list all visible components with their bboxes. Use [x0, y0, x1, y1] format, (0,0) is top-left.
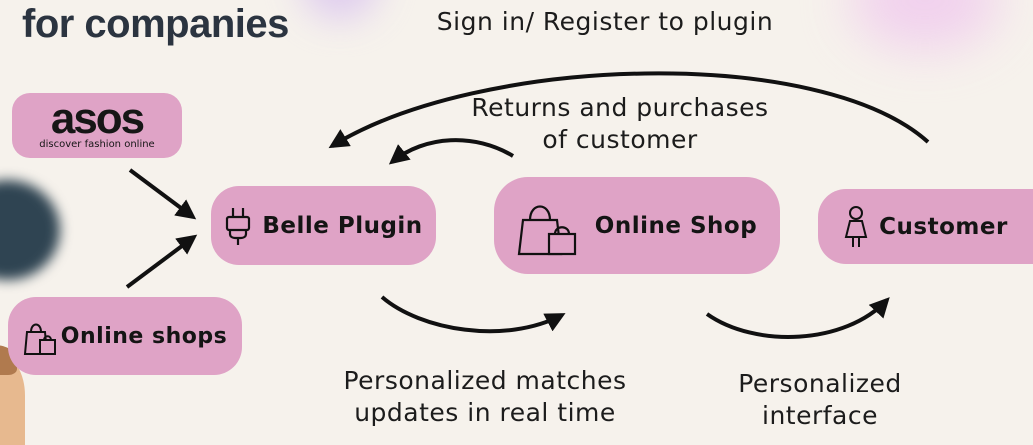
arrow-plugin-to-shop-matches	[380, 295, 566, 334]
matches-flow-label: Personalized matches updates in real tim…	[325, 365, 645, 429]
online-shops-label: Online shops	[60, 323, 228, 349]
shopping-bags-icon	[517, 194, 581, 258]
matches-flow-line2: updates in real time	[354, 398, 616, 427]
online-shops-source-box: Online shops	[8, 297, 242, 375]
flow-arrows	[125, 71, 930, 339]
interface-flow-label: Personalized interface	[705, 368, 935, 432]
plug-icon	[224, 206, 252, 246]
belle-plugin-label: Belle Plugin	[262, 212, 423, 239]
shopping-bags-icon	[23, 316, 57, 356]
asos-tagline: discover fashion online	[39, 139, 155, 150]
matches-flow-line1: Personalized matches	[343, 366, 627, 395]
person-icon	[843, 205, 869, 249]
interface-flow-line1: Personalized	[738, 369, 902, 398]
belle-plugin-node: Belle Plugin	[211, 186, 436, 265]
returns-flow-line2: of customer	[542, 125, 698, 154]
interface-flow-line2: interface	[762, 401, 878, 430]
asos-logo: asos	[50, 94, 145, 143]
returns-flow-label: Returns and purchases of customer	[450, 92, 790, 156]
arrow-shop-to-plugin-returns	[388, 138, 515, 165]
arrow-shop-to-customer-interface	[705, 297, 890, 339]
arrow-asos-to-plugin	[128, 168, 197, 220]
returns-flow-line1: Returns and purchases	[471, 93, 769, 122]
customer-label: Customer	[879, 213, 1008, 240]
online-shop-node: Online Shop	[494, 177, 780, 274]
arrow-shops-to-plugin	[125, 234, 198, 289]
signin-flow-label: Sign in/ Register to plugin	[436, 7, 774, 36]
asos-source-box: asos discover fashion online	[12, 93, 182, 158]
page-title: for companies	[22, 2, 289, 46]
arrow-customer-to-plugin-signin	[328, 71, 930, 149]
online-shop-label: Online Shop	[594, 212, 758, 239]
customer-node: Customer	[818, 189, 1033, 264]
